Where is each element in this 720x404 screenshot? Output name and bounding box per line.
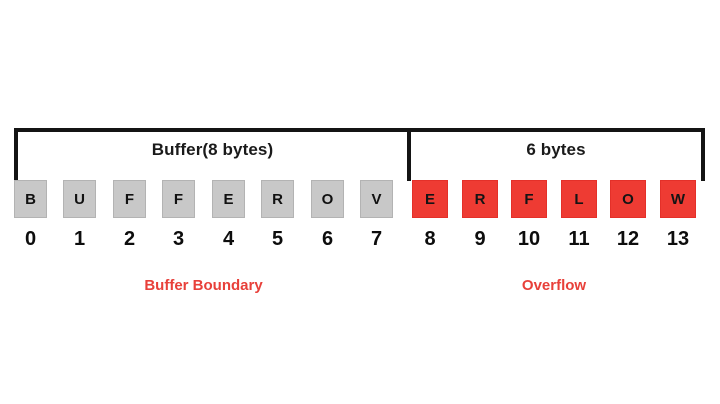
bracket-right-stem — [701, 128, 705, 181]
byte-index-label-5: 5 — [271, 228, 284, 250]
overflow-region-label: 6 bytes — [526, 140, 586, 159]
byte-index-label-13: 13 — [666, 228, 690, 250]
byte-cell-11: L — [561, 180, 597, 218]
byte-index-label-11: 11 — [568, 228, 590, 250]
bracket-top-rail — [14, 128, 705, 132]
byte-cell-1: U — [63, 180, 96, 218]
byte-cell-8: E — [412, 180, 448, 218]
overflow-annotation: Overflow — [521, 277, 587, 294]
byte-index-label-0: 0 — [24, 228, 37, 250]
byte-index-label-4: 4 — [222, 228, 235, 250]
byte-index-label-7: 7 — [370, 228, 383, 250]
byte-cell-5: R — [261, 180, 294, 218]
byte-cell-2: F — [113, 180, 146, 218]
byte-index-label-2: 2 — [123, 228, 136, 250]
buffer-boundary-annotation: Buffer Boundary — [144, 277, 263, 294]
bracket-middle-stem — [407, 128, 411, 181]
byte-index-label-8: 8 — [424, 228, 436, 250]
byte-index-label-10: 10 — [517, 228, 541, 250]
byte-index-label-3: 3 — [172, 228, 185, 250]
byte-index-label-9: 9 — [474, 228, 486, 250]
byte-cell-4: E — [212, 180, 245, 218]
byte-cell-12: O — [610, 180, 646, 218]
byte-cell-3: F — [162, 180, 195, 218]
byte-cell-7: V — [360, 180, 393, 218]
byte-cell-10: F — [511, 180, 547, 218]
bracket-left-stem — [14, 128, 18, 181]
byte-cell-6: O — [311, 180, 344, 218]
byte-cell-0: B — [14, 180, 47, 218]
byte-index-label-12: 12 — [616, 228, 640, 250]
byte-index-label-1: 1 — [73, 228, 86, 250]
buffer-region-label: Buffer(8 bytes) — [151, 140, 274, 159]
byte-index-label-6: 6 — [321, 228, 334, 250]
byte-cell-9: R — [462, 180, 498, 218]
byte-cell-13: W — [660, 180, 696, 218]
